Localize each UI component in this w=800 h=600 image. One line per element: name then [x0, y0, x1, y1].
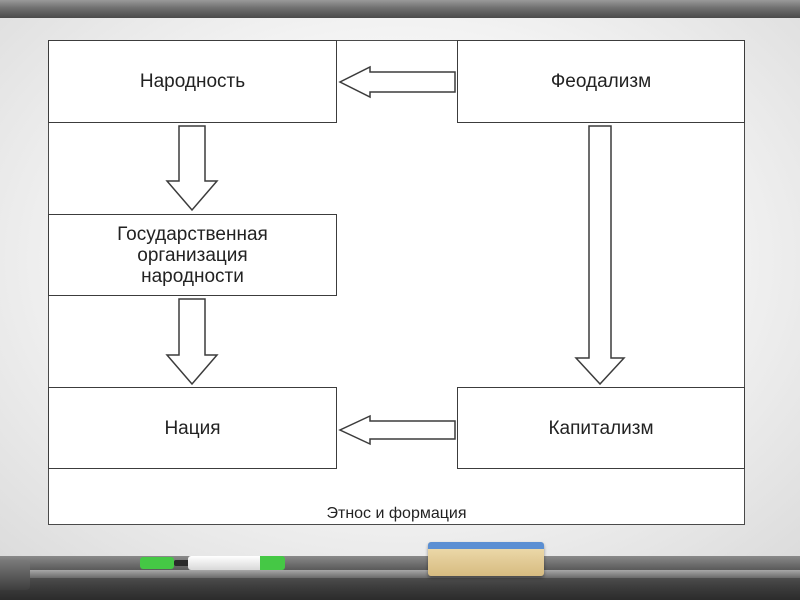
board-eraser: [428, 542, 544, 576]
arrow-feodalizm-to-narodnost: [340, 67, 455, 97]
arrow-kapitalizm-to-natsiya: [340, 416, 455, 444]
marker-end: [260, 556, 285, 570]
board-tray: [0, 556, 800, 600]
marker-cap: [140, 557, 174, 569]
arrow-gos-org-to-natsiya: [167, 299, 217, 384]
eraser-felt: [428, 542, 544, 549]
diagram-caption: Этнос и формация: [48, 505, 745, 523]
arrow-feodalizm-to-kapitalizm: [576, 126, 624, 384]
marker-pen: [140, 556, 285, 570]
board-tray-lip: [0, 570, 800, 578]
tray-clip: [0, 560, 30, 590]
arrow-narodnost-to-gos-org: [167, 126, 217, 210]
marker-tip: [174, 560, 188, 566]
